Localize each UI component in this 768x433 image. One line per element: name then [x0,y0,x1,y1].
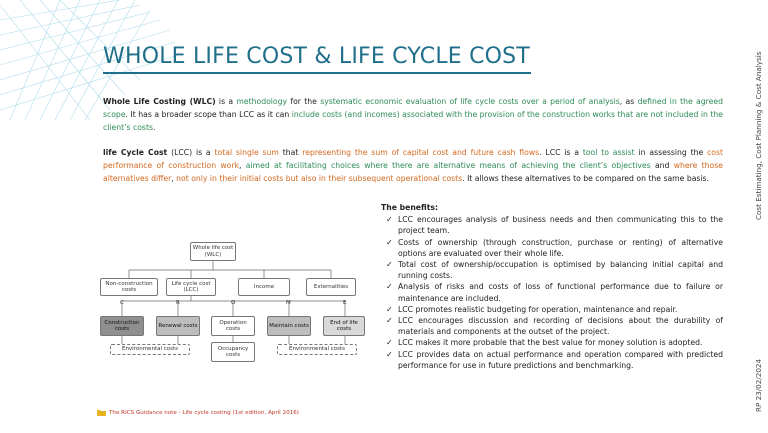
node-maintain-costs: Maintain costs [267,316,311,336]
wlc-paragraph: Whole Life Costing (WLC) is a methodolog… [103,95,723,134]
text: for the [287,97,321,106]
list-item: LCC makes it more probable that the best… [381,337,723,348]
side-course-label: Cost Estimating, Cost Planning & Cost An… [754,51,763,220]
text: that [278,148,303,157]
folder-icon [97,410,106,416]
text: cost performance of construction work [103,148,724,170]
text: not only in their initial costs but also… [176,174,463,183]
text: representing the sum of capital cost and… [302,148,540,157]
list-item: LCC encourages discussion and recording … [381,315,723,337]
diagram-connectors [121,261,346,344]
text: , [238,161,246,170]
list-item: LCC encourages analysis of business need… [381,214,723,236]
node-income: Income [238,278,290,296]
text: where those alternatives differ [103,161,723,183]
benefits-list: LCC encourages analysis of business need… [381,214,723,371]
node-occupancy-costs: Occupancy costs [211,342,255,362]
text: . LCC is a [539,148,583,157]
node-operation-costs: Operation costs [211,316,255,336]
list-item: LCC provides data on actual performance … [381,349,723,371]
text: . It has a broader scope than LCC as it … [125,110,292,119]
text: total single sum [214,148,279,157]
wlc-lcc-diagram: Whole life cost (WLC) Non-construction c… [96,234,366,362]
text: defined in the agreed scope [103,97,723,119]
text: systematic economic evaluation of life c… [320,97,620,106]
list-item: LCC promotes realistic budgeting for ope… [381,304,723,315]
text: is a [215,97,237,106]
benefits-heading: The benefits: [381,203,439,212]
node-whole-life-cost: Whole life cost (WLC) [190,242,236,261]
wlc-term: Whole Life Costing (WLC) [103,97,216,106]
text: , [171,174,177,183]
text: tool to assist [582,148,635,157]
node-construction-costs: Construction costs [100,316,144,336]
benefits-section: The benefits: LCC encourages analysis of… [381,202,723,371]
node-non-construction-costs: Non-construction costs [100,278,158,296]
letter-e: E [343,300,347,306]
title-underline [103,72,531,74]
page-title: WHOLE LIFE COST & LIFE CYCLE COST [103,44,530,69]
node-end-of-life-costs: End of life costs [323,316,365,336]
text: and [650,161,674,170]
footnote-text: The RICS Guidance note - Life cycle cost… [109,409,299,416]
list-item: Analysis of risks and costs of loss of f… [381,281,723,303]
text: in assessing the [634,148,708,157]
side-label: Cost Estimating, Cost Planning & Cost An… [754,10,768,426]
source-footnote: The RICS Guidance note - Life cycle cost… [97,409,299,416]
lcc-term: life Cycle Cost [103,148,168,157]
text: aimed at facilitating choices where ther… [245,161,651,170]
node-life-cycle-cost: Life cycle cost (LCC) [166,278,216,296]
text: , as [619,97,638,106]
text: include costs (and incomes) associated w… [103,110,723,132]
node-renewal-costs: Renewal costs [156,316,200,336]
text: (LCC) is a [167,148,215,157]
node-externalities: Externalities [306,278,356,296]
letter-o: O [231,300,236,306]
node-environmental-costs-left: Environmental costs [110,344,190,355]
text: methodology [236,97,288,106]
letter-r: R [176,300,180,306]
text: . It allows these alternatives to be com… [462,174,709,183]
lcc-paragraph: life Cycle Cost (LCC) is a total single … [103,146,723,185]
side-date-label: RP 23/02/2024 [754,358,763,412]
list-item: Costs of ownership (through construction… [381,237,723,259]
letter-m: M [286,300,291,306]
list-item: Total cost of ownership/occupation is op… [381,259,723,281]
node-environmental-costs-right: Environmental costs [277,344,357,355]
letter-c: C [120,300,124,306]
decorative-wireframe [0,0,179,120]
text: . [152,123,156,132]
